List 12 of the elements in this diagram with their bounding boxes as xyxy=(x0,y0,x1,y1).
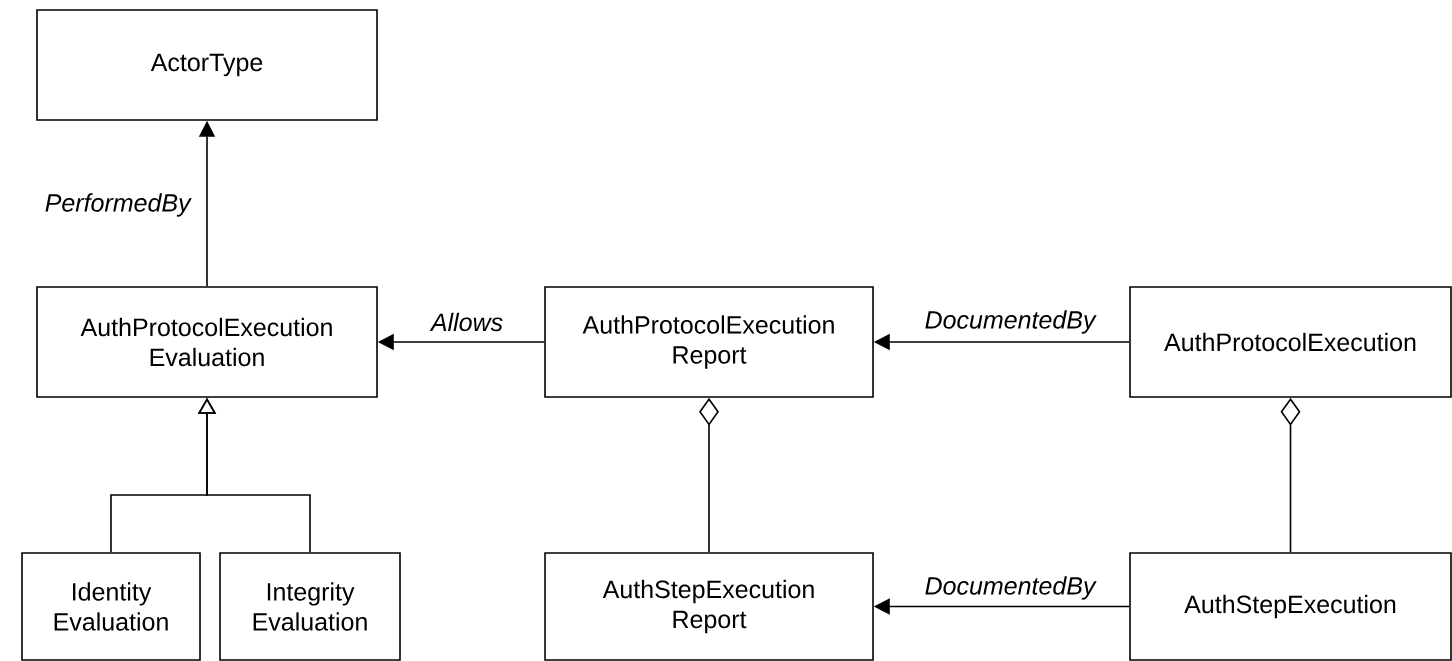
class-box: AuthProtocolExecution xyxy=(1129,286,1452,398)
class-box: AuthStepExecution Report xyxy=(544,552,874,661)
edge-label: PerformedBy xyxy=(42,191,193,219)
class-box: Integrity Evaluation xyxy=(219,552,401,661)
edge-label: DocumentedBy xyxy=(922,574,1098,602)
edge-label: Allows xyxy=(428,310,506,334)
class-box: AuthProtocolExecution Evaluation xyxy=(36,286,378,398)
class-box: ActorType xyxy=(36,9,378,121)
class-box: AuthStepExecution xyxy=(1129,552,1452,661)
edge-label: DocumentedBy xyxy=(922,308,1098,336)
class-box: AuthProtocolExecution Report xyxy=(544,286,874,398)
class-box: Identity Evaluation xyxy=(21,552,201,661)
